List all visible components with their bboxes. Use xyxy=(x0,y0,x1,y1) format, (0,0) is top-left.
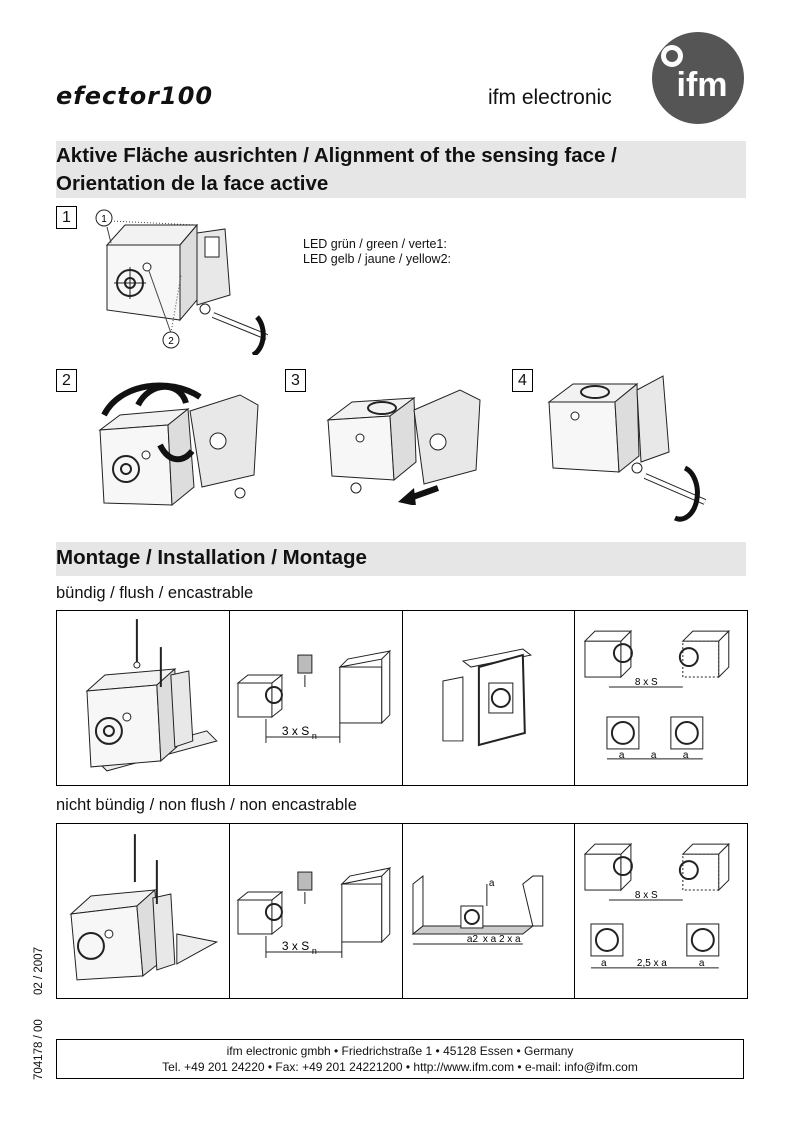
flush-mounted-sensor-illustration xyxy=(85,619,218,772)
nonflush-a-top-label: a xyxy=(488,878,494,889)
nonflush-eight-label: 8 x S xyxy=(635,890,658,901)
flush-heading: bündig / flush / encastrable xyxy=(56,584,254,602)
flush-distance-subscript: n xyxy=(312,731,317,741)
step-number-2: 2 xyxy=(56,369,77,392)
flush-distance-diagram: 3 x S n xyxy=(236,649,392,743)
section-installation-title: Montage / Installation / Montage xyxy=(56,546,367,569)
flush-installation-grid: 3 x S n 8 x S a xyxy=(56,610,748,786)
flush-cell-distance: 3 x S n xyxy=(230,611,403,785)
nonflush-heading: nicht bündig / non flush / non encastrab… xyxy=(56,796,357,814)
nonflush-a2-label: a2 xyxy=(466,934,478,945)
nonflush-distance-label: 3 x S xyxy=(282,939,309,953)
side-date: 02 / 2007 xyxy=(33,947,45,995)
step-number-3: 3 xyxy=(285,369,306,392)
nonflush-installation-grid: 3 x S n a a2 x a 2 x a 8 xyxy=(56,823,748,999)
nonflush-cell-spacing: 8 x S a 2,5 x a a xyxy=(575,824,747,998)
nonflush-distance-subscript: n xyxy=(312,946,317,956)
led-yellow-label: LED gelb / jaune / yellow2: xyxy=(303,252,452,266)
nonflush-a-label-2: a xyxy=(699,958,705,969)
step-number-4: 4 xyxy=(512,369,533,392)
sensor-step2-rotate-illustration xyxy=(98,382,259,507)
flush-distance-label: 3 x S xyxy=(282,724,309,738)
flush-cell-mounted-sensor xyxy=(57,611,230,785)
nonflush-spacing-diagram: 8 x S a 2,5 x a a xyxy=(584,842,731,969)
section-alignment-header: Aktive Fläche ausrichten / Alignment of … xyxy=(56,141,746,198)
section-alignment-title-line2: Orientation de la face active xyxy=(56,172,329,195)
footer-line2: Tel. +49 201 24220 • Fax: +49 201 242212… xyxy=(162,1060,638,1074)
callout-1-label: 1 xyxy=(101,214,107,225)
section-alignment-title-line1: Aktive Fläche ausrichten / Alignment of … xyxy=(56,144,617,167)
nonflush-distance-diagram: 3 x S n xyxy=(236,866,392,958)
side-docno: 704178 / 00 xyxy=(33,1019,45,1080)
sensor-step1-illustration: 1 2 xyxy=(95,209,269,355)
logo-text: ifm xyxy=(677,66,728,104)
flush-a-label-2: a xyxy=(651,750,657,761)
section-installation-header: Montage / Installation / Montage xyxy=(56,542,746,576)
callout-2-label: 2 xyxy=(168,336,174,347)
step-number-1: 1 xyxy=(56,206,77,229)
nonflush-a-label-1: a xyxy=(601,958,607,969)
nonflush-cell-mounted-sensor xyxy=(57,824,230,998)
flush-cell-spacing: 8 x S a a a xyxy=(575,611,747,785)
flush-a-label-1: a xyxy=(619,750,625,761)
footer-box: ifm electronic gmbh • Friedrichstraße 1 … xyxy=(56,1039,744,1079)
nonflush-twofive-label: 2,5 x a xyxy=(637,958,667,969)
nonflush-cell-clearance: a a2 x a 2 x a xyxy=(403,824,576,998)
led-green-label: LED grün / green / verte1: xyxy=(303,237,447,251)
flush-spacing-diagram: 8 x S a a a xyxy=(584,629,731,761)
flush-embedded-diagram xyxy=(441,648,532,747)
flush-cell-embedded xyxy=(403,611,576,785)
ifm-logo: ifm xyxy=(652,32,744,124)
nonflush-cell-distance: 3 x S n xyxy=(230,824,403,998)
brand-logo-text: efector100 xyxy=(56,82,214,110)
company-name: ifm electronic xyxy=(488,86,612,109)
nonflush-xa2xa-label: x a 2 x a xyxy=(482,934,520,945)
nonflush-clearance-diagram: a a2 x a 2 x a xyxy=(411,875,543,945)
nonflush-mounted-sensor-illustration xyxy=(69,834,219,981)
sensor-step4-tighten-illustration xyxy=(547,375,707,522)
flush-a-label-3: a xyxy=(683,750,689,761)
sensor-step3-slide-illustration xyxy=(326,389,481,505)
footer-line1: ifm electronic gmbh • Friedrichstraße 1 … xyxy=(226,1044,574,1058)
flush-eight-label: 8 x S xyxy=(635,677,658,688)
